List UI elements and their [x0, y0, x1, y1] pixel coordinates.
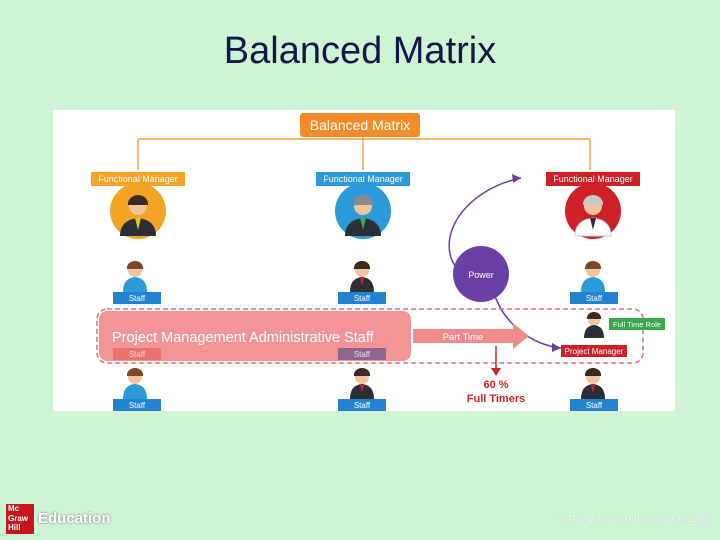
mcgraw-hill-logo: Mc Graw Hill — [6, 504, 34, 534]
staff-figure-6 — [581, 367, 605, 399]
power-arc-top — [448, 177, 522, 271]
staff-label-1: Staff — [129, 294, 146, 303]
staff-box-5 — [338, 399, 386, 411]
staff-box-6 — [570, 399, 618, 411]
balanced-matrix-diagram: Balanced Matrix Functional Manager Funct… — [53, 110, 675, 411]
staff-figure-4 — [123, 367, 147, 399]
copyright-text: © The McGraw-Hill Companies, 2005 — [557, 514, 712, 525]
staff-figure-3 — [581, 260, 605, 292]
staff-box-1 — [113, 292, 161, 304]
project-manager-figure — [584, 311, 604, 338]
staff-box-band-2 — [338, 348, 386, 360]
power-label: Power — [468, 270, 494, 280]
staff-label-3: Staff — [586, 294, 603, 303]
pm-staff-band — [99, 311, 411, 361]
staff-label-band-1: Staff — [129, 350, 146, 359]
manager-label-2: Functional Manager — [323, 174, 403, 184]
manager-label-1: Functional Manager — [98, 174, 178, 184]
staff-figure-1 — [123, 260, 147, 292]
logo-line-1: Mc — [8, 504, 20, 513]
logo-line-2: Graw — [8, 513, 29, 523]
staff-label-4: Staff — [129, 401, 146, 410]
project-manager-box — [561, 345, 627, 357]
power-arrow-bottom — [552, 343, 561, 352]
staff-box-4 — [113, 399, 161, 411]
part-time-arrow — [413, 323, 529, 349]
full-time-role-label: Full Time Role — [613, 320, 661, 329]
logo-line-3: Hill — [8, 523, 21, 532]
staff-label-5: Staff — [354, 401, 371, 410]
manager-avatar-2 — [335, 183, 391, 239]
power-circle — [453, 246, 509, 302]
manager-avatar-3 — [565, 183, 621, 239]
diagram-canvas: Balanced Matrix Functional Manager Funct… — [91, 113, 665, 411]
manager-label-box-2 — [316, 172, 410, 186]
connector-lines — [137, 135, 591, 170]
staff-box-3 — [570, 292, 618, 304]
project-manager-label: Project Manager — [565, 347, 624, 356]
down-arrow-head — [491, 368, 501, 376]
staff-label-2: Staff — [354, 294, 371, 303]
percent-label: 60 % — [483, 379, 508, 391]
staff-figure-2 — [350, 260, 374, 292]
staff-figure-5 — [350, 367, 374, 399]
staff-box-band-1 — [113, 348, 161, 360]
pm-staff-label: Project Management Administrative Staff — [112, 330, 375, 346]
manager-label-box-3 — [546, 172, 640, 186]
staff-label-band-2: Staff — [354, 350, 371, 359]
full-time-role-box — [609, 318, 665, 330]
manager-label-box-1 — [91, 172, 185, 186]
manager-label-3: Functional Manager — [553, 174, 633, 184]
part-time-label: Part Time — [443, 332, 484, 343]
full-timers-label: Full Timers — [467, 393, 525, 405]
power-arrow-top — [512, 174, 521, 183]
staff-box-2 — [338, 292, 386, 304]
header-label: Balanced Matrix — [310, 117, 410, 133]
header-box — [300, 113, 420, 137]
slide-title: Balanced Matrix — [223, 30, 497, 72]
manager-avatar-1 — [110, 183, 166, 239]
education-label: Education — [38, 510, 111, 527]
staff-label-6: Staff — [586, 401, 603, 410]
